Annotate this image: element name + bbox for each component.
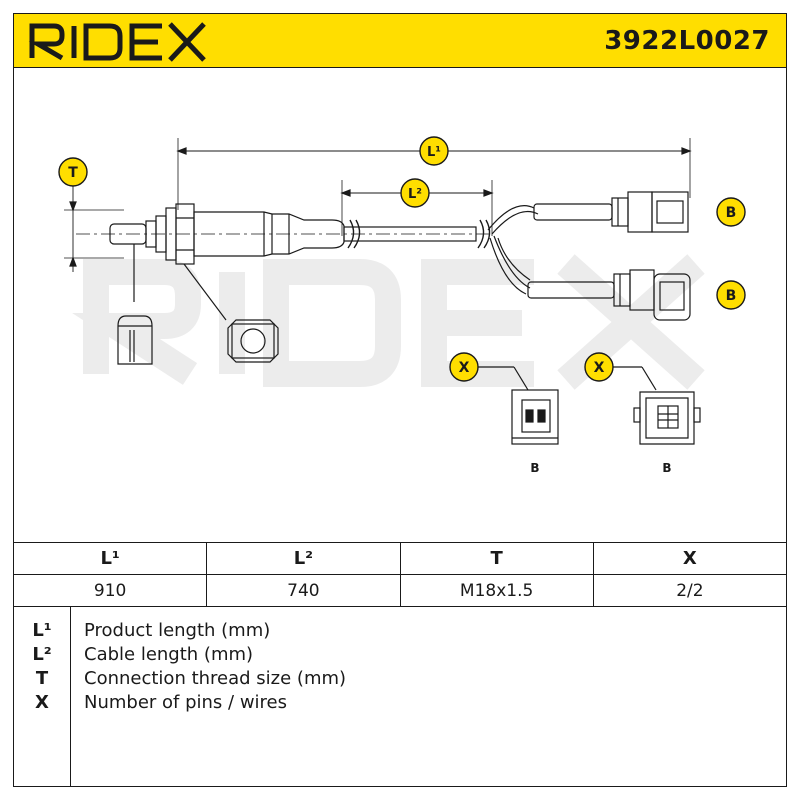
- callout-l2: L²: [400, 178, 430, 208]
- spec-header-x: X: [592, 542, 788, 575]
- legend-item: X Number of pins / wires: [14, 692, 788, 716]
- callout-x-right: X: [584, 352, 614, 382]
- callout-t: T: [58, 157, 88, 187]
- callout-l2-label: L²: [408, 187, 422, 202]
- callout-b-lower: B: [716, 280, 746, 310]
- connector-left-label: B: [530, 461, 539, 475]
- legend-key: T: [35, 668, 49, 689]
- drawing-area: T L¹ L² B B X: [13, 68, 787, 543]
- ridex-logo: [28, 22, 206, 62]
- legend-divider: [70, 606, 71, 787]
- spec-value-row: 910 740 M18x1.5 2/2: [12, 574, 788, 607]
- spec-value-x: 2/2: [592, 574, 788, 607]
- callout-x-left: X: [449, 352, 479, 382]
- callout-l1-label: L¹: [427, 145, 441, 160]
- legend-key: L¹: [32, 620, 52, 641]
- legend: L¹ Product length (mm) L² Cable length (…: [13, 606, 787, 787]
- spec-header-t: T: [399, 542, 594, 575]
- legend-desc: Connection thread size (mm): [84, 668, 347, 689]
- spec-header-l1: L¹: [12, 542, 208, 575]
- callout-x-right-label: X: [594, 360, 605, 376]
- callout-x-left-label: X: [459, 360, 470, 376]
- sensor-technical-drawing: T L¹ L² B B X: [58, 136, 746, 475]
- part-number: 3922L0027: [604, 26, 770, 56]
- legend-key: L²: [32, 644, 52, 665]
- legend-desc: Product length (mm): [84, 620, 271, 641]
- watermark-logo: [72, 254, 705, 390]
- callout-l1: L¹: [419, 136, 449, 166]
- legend-item: L¹ Product length (mm): [14, 620, 788, 644]
- header-bar: 3922L0027: [13, 13, 787, 68]
- spec-value-l2: 740: [206, 574, 401, 607]
- spec-table: L¹ L² T X 910 740 M18x1.5 2/2: [12, 542, 788, 607]
- legend-key: X: [35, 692, 49, 713]
- legend-desc: Cable length (mm): [84, 644, 254, 665]
- connector-right-label: B: [662, 461, 671, 475]
- spec-value-l1: 910: [12, 574, 208, 607]
- callout-b-upper: B: [716, 197, 746, 227]
- legend-desc: Number of pins / wires: [84, 692, 288, 713]
- callout-b-upper-label: B: [726, 205, 737, 221]
- callout-t-label: T: [68, 165, 78, 181]
- legend-item: L² Cable length (mm): [14, 644, 788, 668]
- spec-value-t: M18x1.5: [399, 574, 594, 607]
- legend-item: T Connection thread size (mm): [14, 668, 788, 692]
- spec-header-row: L¹ L² T X: [12, 542, 788, 575]
- callout-b-lower-label: B: [726, 288, 737, 304]
- spec-header-l2: L²: [206, 542, 401, 575]
